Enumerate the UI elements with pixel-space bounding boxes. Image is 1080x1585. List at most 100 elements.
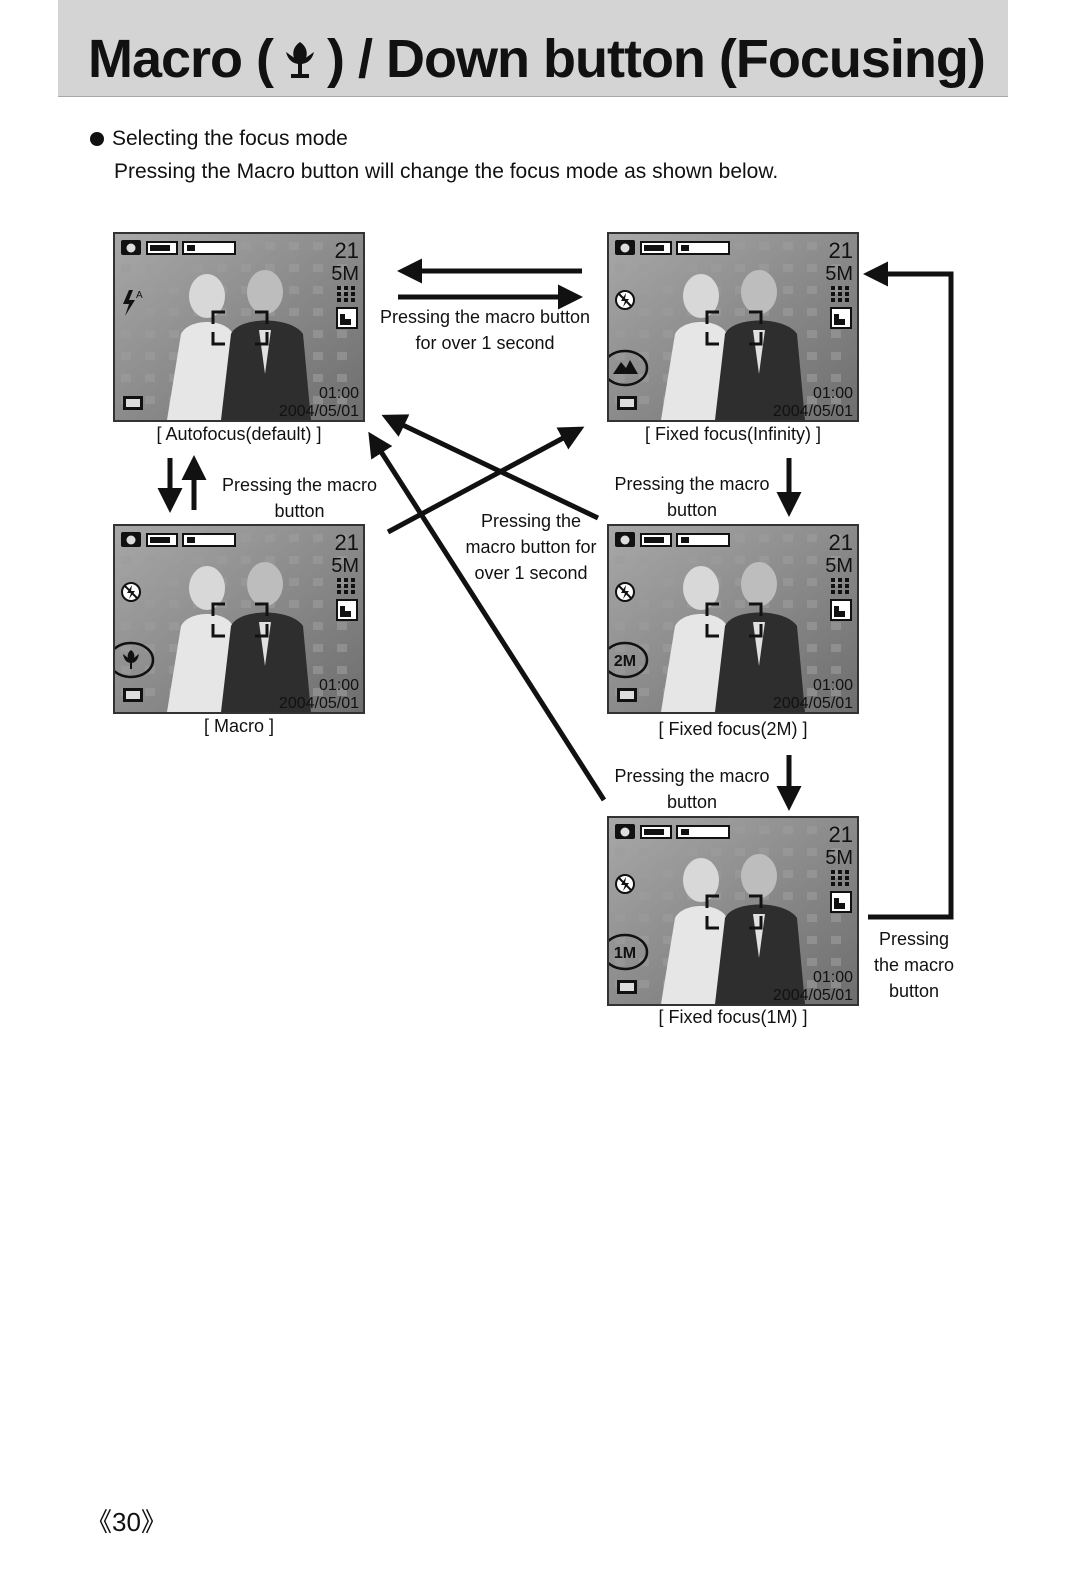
quality-icon: [831, 578, 849, 594]
quality-icon: [337, 578, 355, 594]
camera-mode-icon: [615, 824, 635, 839]
display-mode-icon: [617, 980, 637, 994]
note-line: Pressing the macro button: [379, 307, 591, 327]
image-size: 5M: [825, 263, 853, 285]
note-line: button: [666, 500, 718, 520]
mountain-icon: [613, 360, 638, 374]
memory-bar-icon: [676, 825, 730, 839]
page-number: 《30》: [86, 1507, 167, 1537]
macro-tulip-icon: [286, 42, 315, 78]
camera-mode-icon: [615, 240, 635, 255]
note-line: the macro: [873, 955, 955, 975]
photo-bride: [167, 566, 245, 712]
image-size: 5M: [331, 263, 359, 285]
note-line: over 1 second: [474, 563, 588, 583]
memory-bar-icon: [182, 533, 236, 547]
metering-icon: [830, 307, 852, 329]
title-bar: Macro ( ) / Down button (Focusing): [58, 0, 1008, 97]
quality-icon: [337, 286, 355, 302]
metering-icon: [830, 599, 852, 621]
memory-bar-icon: [676, 533, 730, 547]
display-mode-icon: [617, 396, 637, 410]
note-line: Pressing the macro: [614, 766, 770, 786]
time-display: 01:00: [319, 385, 359, 402]
image-size: 5M: [825, 555, 853, 577]
focus-frame-icon: [705, 894, 763, 930]
camera-mode-icon: [615, 532, 635, 547]
image-size: 5M: [825, 847, 853, 869]
shots-remaining: 21: [335, 530, 359, 555]
arrow-2m-to-autofocus: [381, 414, 600, 521]
note-line: macro button for: [465, 537, 597, 557]
caption-autofocus: [ Autofocus(default) ]: [156, 424, 322, 444]
bullet-heading: Selecting the focus mode: [90, 127, 348, 151]
display-mode-icon: [123, 396, 143, 410]
arrow-1m-to-infinity: [863, 261, 954, 920]
date-display: 2004/05/01: [773, 695, 853, 712]
battery-icon: [640, 825, 672, 839]
memory-bar-icon: [182, 241, 236, 255]
time-display: 01:00: [813, 677, 853, 694]
battery-icon: [146, 533, 178, 547]
bullet-heading-text: Selecting the focus mode: [112, 127, 348, 150]
note-line: for over 1 second: [415, 333, 555, 353]
focus-mode-indicator: [609, 349, 649, 387]
arrow-macro-to-infinity: [386, 426, 585, 535]
note-line: Pressing the macro: [221, 475, 378, 495]
page-title: Macro ( ) / Down button (Focusing): [88, 28, 986, 90]
flash-auto-icon: A: [123, 290, 143, 316]
metering-icon: [336, 599, 358, 621]
quality-icon: [831, 286, 849, 302]
caption-macro: [ Macro ]: [203, 716, 274, 736]
note-mid-over1: Pressing the macro button for over 1 sec…: [456, 508, 606, 586]
svg-text:A: A: [136, 290, 143, 301]
note-far-right: Pressing the macro button: [862, 926, 966, 1004]
caption-fixed-2m: [ Fixed focus(2M) ]: [658, 719, 808, 739]
shots-remaining: 21: [829, 822, 853, 847]
battery-icon: [146, 241, 178, 255]
date-display: 2004/05/01: [279, 695, 359, 712]
caption-infinity: [ Fixed focus(Infinity) ]: [644, 424, 822, 444]
flash-off-icon: [615, 290, 635, 310]
note-line: Pressing the macro: [614, 474, 770, 494]
display-mode-icon: [617, 688, 637, 702]
focus-frame-icon: [705, 602, 763, 638]
date-display: 2004/05/01: [773, 403, 853, 420]
battery-icon: [640, 241, 672, 255]
focus-frame-icon: [211, 310, 269, 346]
macro-tulip-icon: [123, 650, 139, 669]
focus-mode-indicator: 1M: [609, 933, 649, 971]
shots-remaining: 21: [335, 238, 359, 263]
photo-groom: [715, 562, 805, 712]
time-display: 01:00: [813, 969, 853, 986]
focus-distance-label: 1M: [614, 945, 636, 962]
time-display: 01:00: [813, 385, 853, 402]
note-line: Pressing: [878, 929, 950, 949]
note-line: button: [888, 981, 940, 1001]
note-over1-top: Pressing the macro button for over 1 sec…: [370, 304, 600, 356]
photo-groom: [221, 562, 311, 712]
photo-groom: [715, 854, 805, 1004]
note-line: button: [274, 501, 325, 521]
focus-mode-indicator: 2M: [609, 641, 649, 679]
focus-frame-icon: [211, 602, 269, 638]
image-size: 5M: [331, 555, 359, 577]
note-right-press-2: Pressing the macro button: [606, 763, 778, 815]
battery-icon: [640, 533, 672, 547]
arrow-1m-to-autofocus: [368, 431, 607, 802]
focus-frame-icon: [705, 310, 763, 346]
note-left-press: Pressing the macro button: [212, 472, 387, 524]
intro-text: Pressing the Macro button will change th…: [114, 160, 779, 183]
memory-bar-icon: [676, 241, 730, 255]
display-mode-icon: [123, 688, 143, 702]
shots-remaining: 21: [829, 238, 853, 263]
time-display: 01:00: [319, 677, 359, 694]
metering-icon: [336, 307, 358, 329]
quality-icon: [831, 870, 849, 886]
